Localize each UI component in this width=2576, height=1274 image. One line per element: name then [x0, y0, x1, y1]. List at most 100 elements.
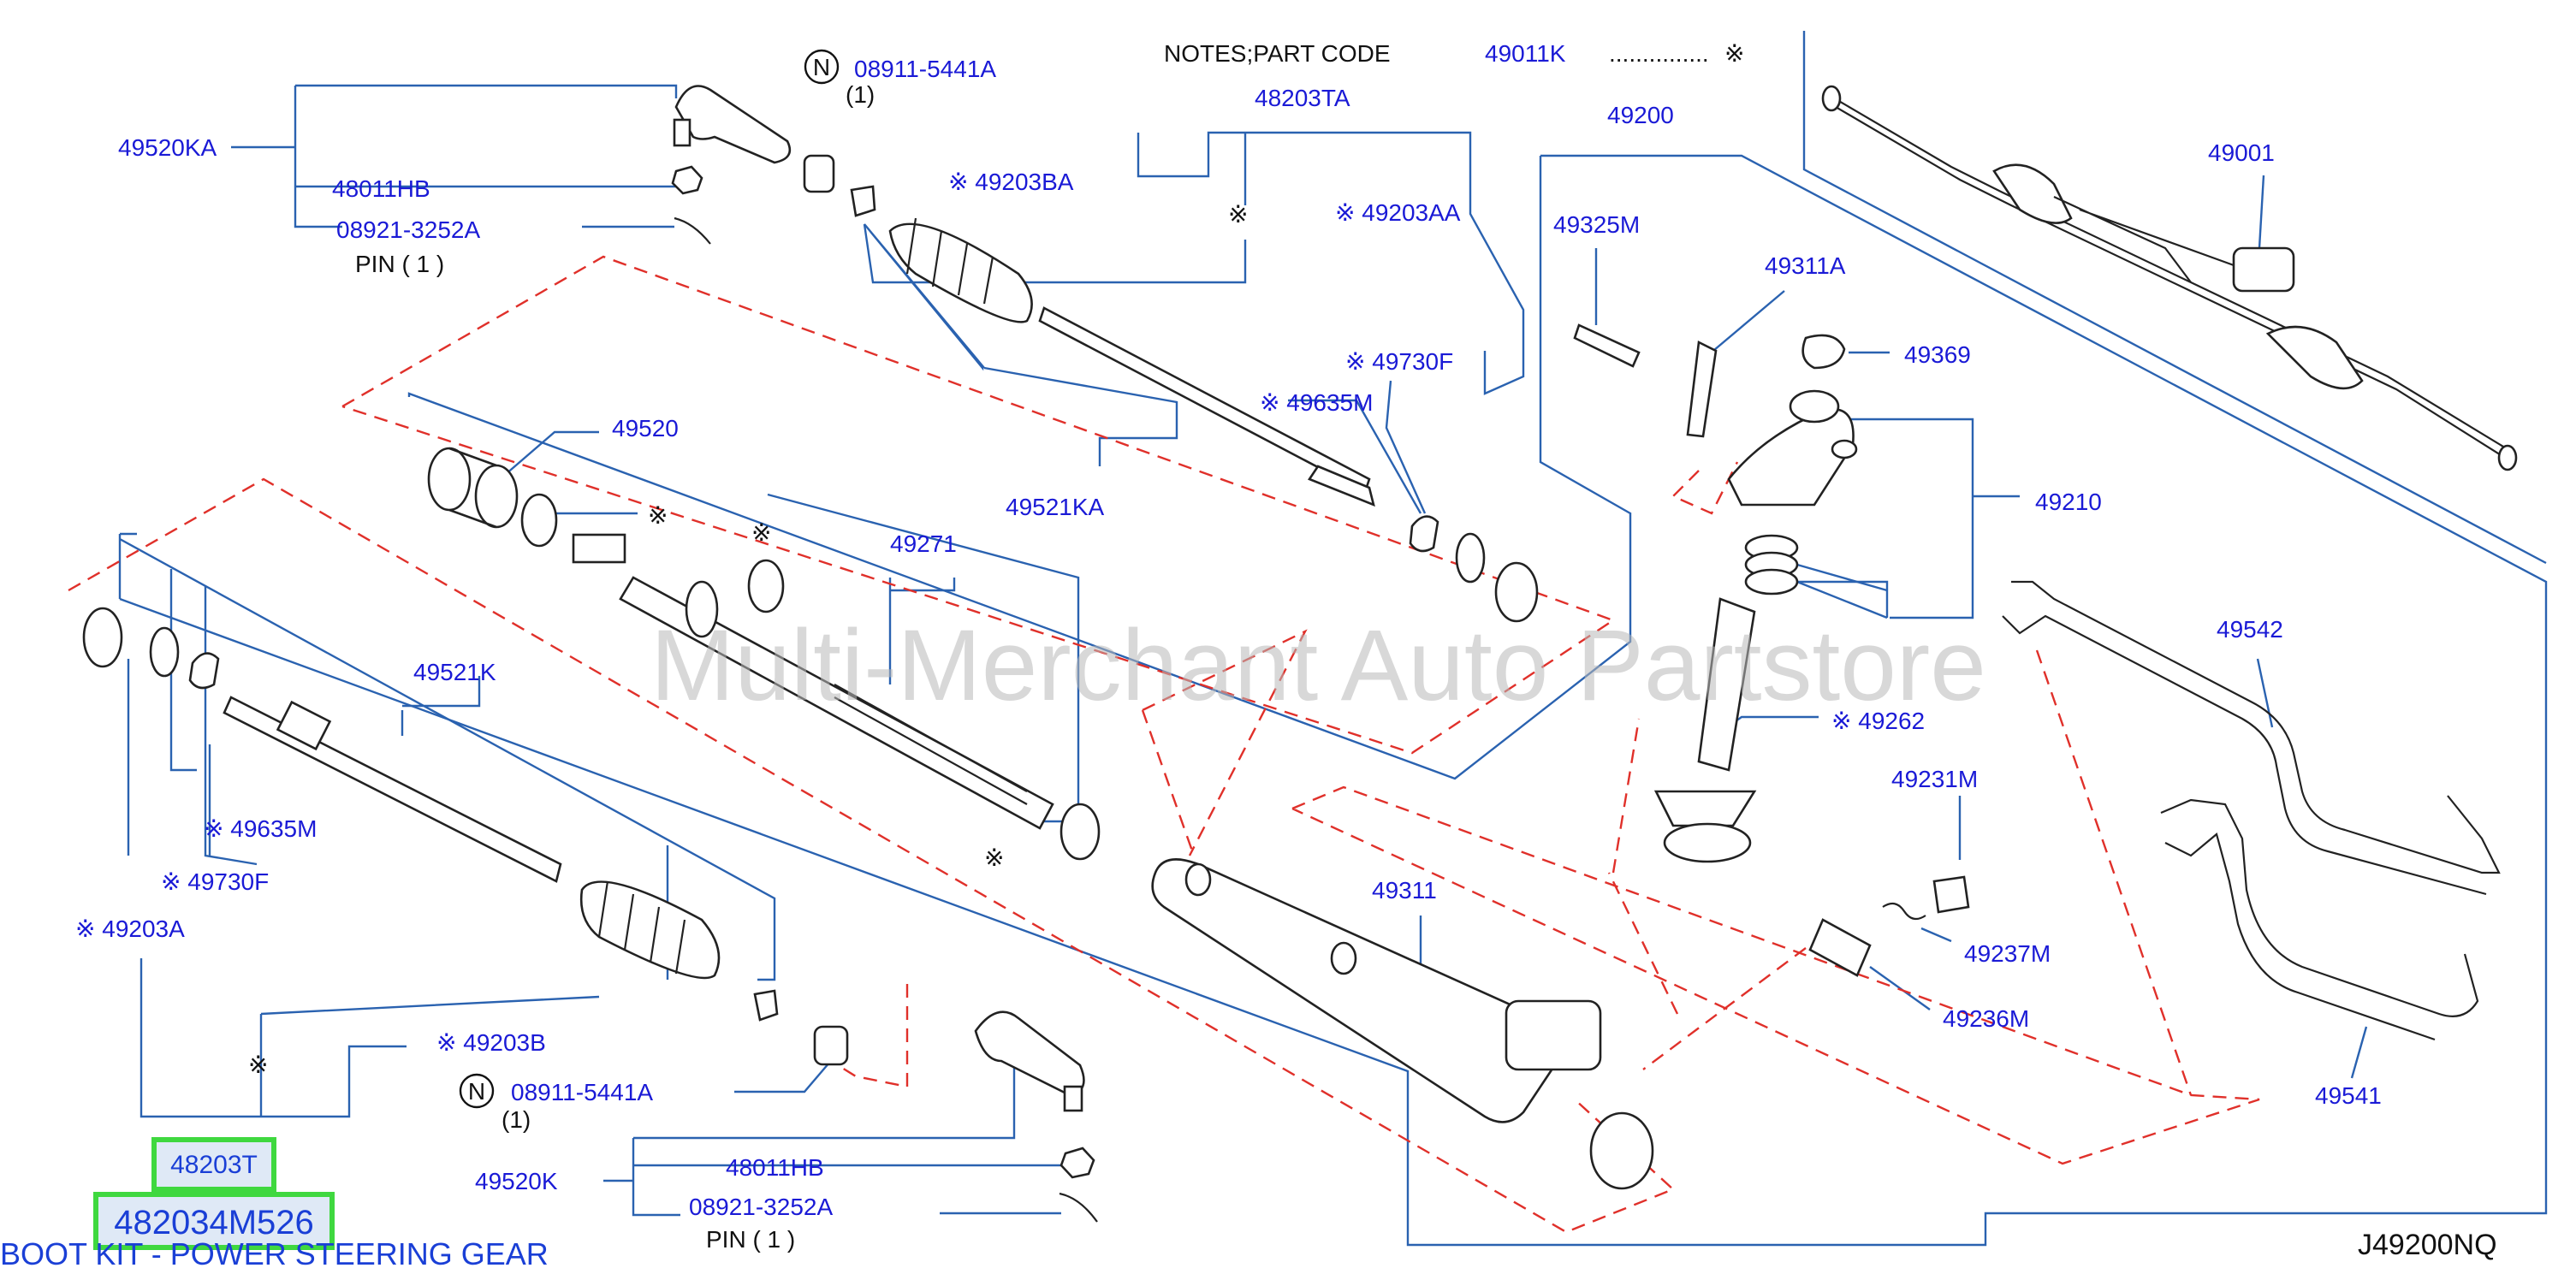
ring-left [149, 626, 180, 678]
notes-dots: ............... [1609, 40, 1709, 67]
label-49635M-left: ※ 49635M [204, 815, 317, 842]
frame-49001 [1802, 31, 2547, 565]
label-49231M: 49231M [1891, 766, 1978, 792]
lock-plate-top [1409, 515, 1439, 553]
lead-49542 [2256, 658, 2274, 728]
highlighted-part-48203T[interactable]: 48203T [151, 1137, 276, 1192]
lead-49521KA [864, 223, 1178, 466]
lead-49730F-top [1385, 380, 1427, 514]
lead-49237M [1920, 927, 1952, 943]
lead-49635M-top [1288, 399, 1422, 514]
label-49521KA: 49521KA [1006, 494, 1105, 520]
spring-49210 [1744, 534, 1799, 596]
label-08921-3252A-bottom: 08921-3252A [689, 1194, 833, 1220]
rack-49271 [572, 533, 1054, 830]
notes-label: NOTES;PART CODE [1164, 40, 1391, 67]
lead-49210-springs [1796, 563, 1888, 619]
tie-rod-end-top [673, 85, 792, 164]
label-08921-3252A-top: 08921-3252A [336, 216, 480, 243]
highlight-part-ref[interactable]: 48203T [170, 1151, 258, 1179]
collar-bottom [813, 1025, 849, 1066]
label-08911-5441A-bottom: 08911-5441A [511, 1079, 653, 1105]
label-49730F-left: ※ 49730F [161, 868, 269, 895]
lead-49203A [127, 659, 600, 1118]
pinion-49262 [1653, 597, 1757, 863]
nut-top [671, 165, 703, 195]
label-qty-bottom: (1) [502, 1106, 531, 1133]
label-49203BA: ※ 49203BA [948, 169, 1074, 195]
clip-top [850, 185, 876, 217]
highlighted-part-number[interactable]: 482034M526 [93, 1192, 335, 1250]
pin-top-part [674, 216, 711, 245]
label-49369: 49369 [1904, 341, 1971, 368]
label-pin-top: PIN ( 1 ) [355, 251, 444, 277]
lead-49001 [2258, 175, 2265, 249]
dash-tie-end [816, 984, 909, 1088]
collar-top [803, 154, 835, 193]
label-49325M: 49325M [1553, 211, 1640, 238]
boot-top [888, 222, 1033, 323]
label-mark-49271b: ※ [984, 844, 1004, 871]
label-49237M: 49237M [1964, 940, 2051, 967]
yoke-49231M [1932, 875, 1970, 914]
lead-49541 [2350, 1026, 2368, 1079]
seal-49271 [1059, 803, 1101, 861]
dash-left-frame [68, 477, 1676, 1234]
clip-left [753, 989, 779, 1022]
label-49001: 49001 [2208, 139, 2275, 166]
label-49520K: 49520K [475, 1168, 558, 1194]
label-49311: 49311 [1372, 877, 1437, 904]
part-description: BOOT KIT - POWER STEERING GEAR [0, 1236, 549, 1270]
valve-body-49210 [1727, 389, 1858, 507]
ring-49520 [520, 493, 558, 548]
highlight-part-number-text[interactable]: 482034M526 [114, 1204, 314, 1241]
label-48203TA: 48203TA [1255, 85, 1350, 111]
label-49210: 49210 [2035, 489, 2102, 515]
label-49520: 49520 [612, 415, 679, 441]
bracket-48203TA [863, 131, 1525, 395]
dash-center [1141, 629, 2260, 1165]
pipe-49541 [2160, 798, 2479, 1041]
boot-left [579, 880, 721, 980]
label-49730F-top: ※ 49730F [1345, 348, 1453, 375]
label-48011HB-bottom: 48011HB [726, 1154, 824, 1181]
notes-mark: ※ [1724, 40, 1744, 67]
lead-49311A [1702, 290, 1785, 360]
bracket-49520K [603, 1068, 1068, 1217]
notes-code: 49011K [1485, 40, 1566, 67]
plug-49236M [1808, 918, 1872, 977]
clamp-left [82, 607, 123, 668]
label-pin-bottom: PIN ( 1 ) [706, 1226, 795, 1253]
nut-bottom [1059, 1147, 1095, 1179]
label-49542: 49542 [2217, 616, 2283, 643]
lead-08911-bottom [734, 1056, 835, 1093]
gear-assembly-49001 [1821, 85, 2518, 471]
dash-top-frame [341, 255, 1616, 755]
label-49203B: ※ 49203B [436, 1029, 546, 1056]
dash-right-mid [1607, 649, 2193, 1096]
lead-49520 [504, 430, 638, 515]
lock-plate-left [188, 652, 220, 690]
ring-49271 [747, 559, 785, 613]
gear-housing-49311 [1151, 858, 1654, 1190]
label-49203A: ※ 49203A [75, 916, 185, 942]
n-marker-bottom-text: N [468, 1078, 485, 1105]
bushing-49520 [427, 447, 519, 529]
label-49236M: 49236M [1943, 1005, 2029, 1032]
bolt-49325M [1573, 323, 1641, 368]
lead-49236M [1869, 966, 1931, 1010]
label-49635M-top: ※ 49635M [1260, 389, 1373, 416]
clamp-top [1494, 561, 1539, 623]
n-marker-top [804, 49, 840, 85]
label-mark-48203T: ※ [248, 1052, 268, 1078]
label-mark-48203TA: ※ [1228, 201, 1248, 228]
label-49203AA: ※ 49203AA [1335, 199, 1461, 226]
bracket-49210 [1797, 418, 2020, 619]
label-49541: 49541 [2315, 1082, 2382, 1109]
ring-top [1455, 532, 1486, 584]
tie-rod-end-bottom [974, 1010, 1085, 1112]
label-49521K: 49521K [413, 659, 496, 685]
label-49311A: 49311A [1765, 252, 1846, 279]
label-49520KA: 49520KA [118, 134, 217, 161]
